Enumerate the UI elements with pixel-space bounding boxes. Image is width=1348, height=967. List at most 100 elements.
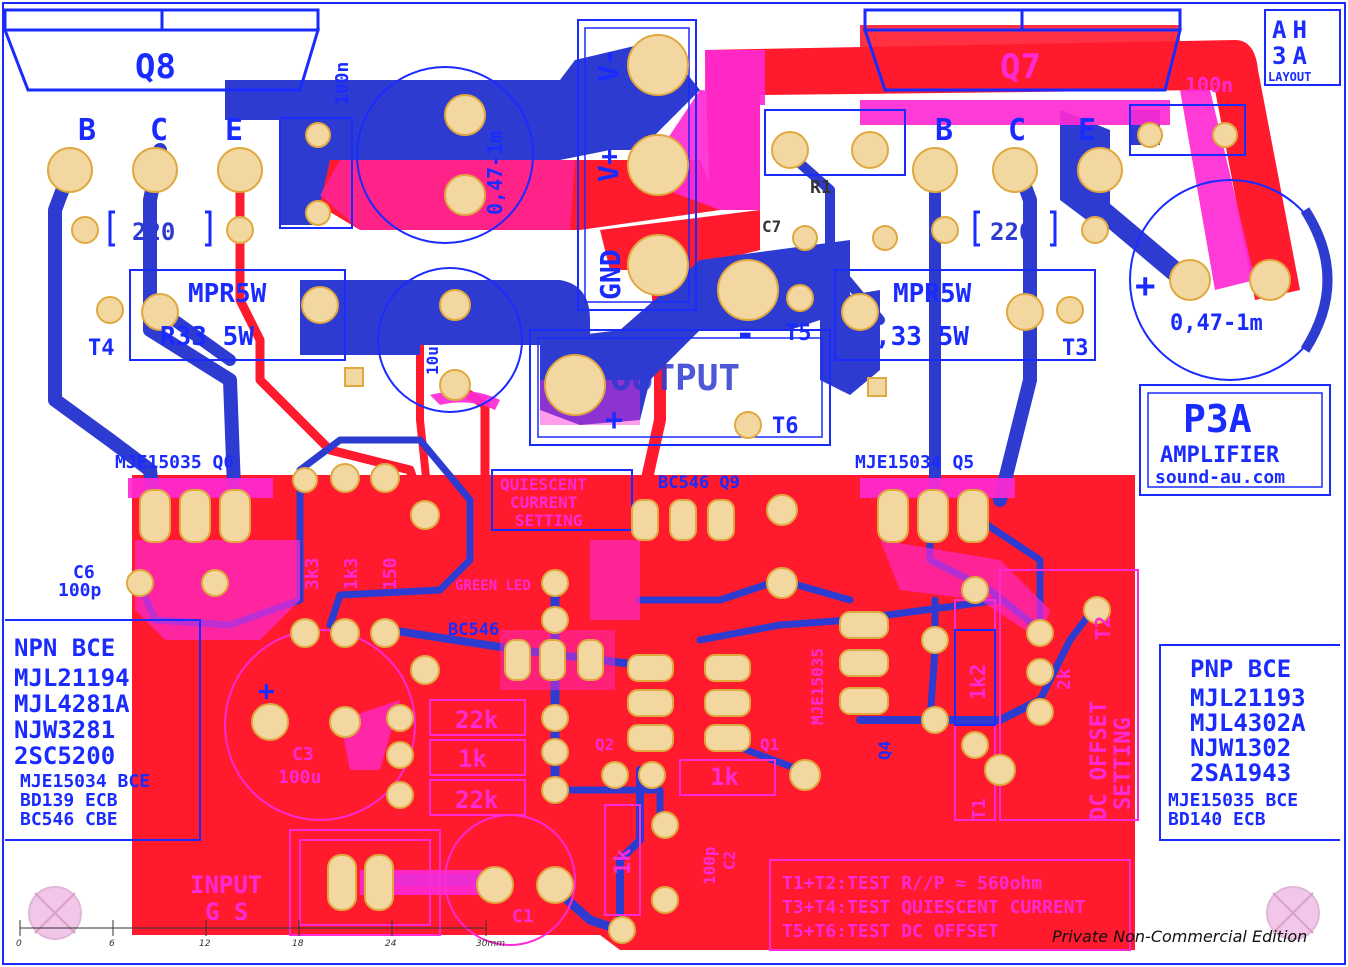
test-point-t1: T1	[969, 798, 990, 820]
npn-part-2: MJL4281A	[14, 690, 130, 718]
electrolytic-left-value: 0,47-1m	[483, 131, 507, 215]
resistor-220-right: 220	[990, 218, 1033, 246]
cap-c3-label: C3	[292, 744, 314, 765]
output-label: OUTPUT	[610, 358, 740, 399]
cap-c2-value: 100p	[700, 846, 719, 885]
cap-c3-value: 100u	[278, 767, 321, 788]
quiescent-label: QUIESCENT	[500, 475, 587, 494]
ruler-tick-24: 24	[385, 939, 397, 949]
logo-top: AH	[1272, 16, 1313, 44]
resistor-r33-right: ,33 5W	[875, 322, 969, 352]
component-pads	[47, 34, 1291, 944]
pnp-part-5: MJE15035 BCE	[1168, 790, 1298, 811]
cap-c2-label: C2	[720, 851, 739, 870]
transistor-q9-label: BC546 Q9	[658, 473, 740, 493]
npn-part-4: 2SC5200	[14, 742, 115, 770]
test-note-1: T1+T2:TEST R//P ≈ 560ohm	[782, 873, 1042, 894]
ruler-tick-30: 30mm	[476, 939, 505, 949]
pnp-part-6: BD140 ECB	[1168, 809, 1266, 830]
setting-label: SETTING	[515, 511, 582, 530]
cap-c6-value: 100p	[58, 580, 102, 601]
test-note-3: T5+T6:TEST DC OFFSET	[782, 921, 999, 942]
transistor-q6-label: MJE15035 Q6	[115, 452, 234, 473]
resistor-220-left: 220	[132, 218, 175, 246]
npn-part-6: BD139 ECB	[20, 790, 118, 811]
pnp-part-2: MJL4302A	[1190, 709, 1306, 737]
transistor-q4: Q4	[875, 741, 894, 760]
npn-part-1: MJL21194	[14, 664, 130, 692]
input-label: INPUT	[190, 871, 262, 899]
test-point-t6: T6	[772, 414, 799, 439]
pin-b-right: B	[935, 113, 953, 148]
resistor-r1: R1	[810, 177, 832, 198]
electrolytic-right-value: 0,47-1m	[1170, 311, 1263, 336]
cap-100n-right: 100n	[1185, 73, 1233, 97]
ruler-tick-6: 6	[109, 939, 115, 949]
dc-offset-label: DC OFFSET	[1087, 701, 1112, 820]
mpr5w-left: MPR5W	[188, 279, 267, 309]
edition-watermark: Private Non-Commercial Edition	[1052, 927, 1307, 946]
npn-part-3: NJW3281	[14, 716, 115, 744]
pin-c-left: C	[150, 113, 168, 148]
resistor-1k-vert: 1k	[611, 849, 636, 876]
resistor-1k3: 1k3	[341, 557, 362, 590]
p3a-title: P3A	[1183, 397, 1252, 441]
dc-setting-label: SETTING	[1111, 717, 1136, 810]
q8-label: Q8	[135, 47, 176, 87]
cap-plus-right: +	[1135, 266, 1155, 306]
test-point-t2: T2	[1091, 616, 1115, 640]
cap-c6-label: C6	[73, 562, 95, 583]
cap-plus-c3: +	[258, 674, 275, 707]
green-led-label: GREEN LED	[455, 578, 531, 594]
v-plus-label: V+	[592, 148, 625, 182]
pnp-part-3: NJW1302	[1190, 734, 1291, 762]
output-plus: +	[605, 403, 623, 438]
cap-c1-label: C1	[512, 906, 534, 927]
test-point-t4: T4	[88, 336, 115, 361]
pin-e-right: E	[1078, 113, 1096, 148]
gnd-label: GND	[594, 249, 627, 300]
pin-c-right: C	[1008, 113, 1026, 148]
logo-bottom: LAYOUT	[1268, 70, 1311, 84]
transistor-q5-label: MJE15034 Q5	[855, 452, 974, 473]
pnp-part-1: MJL21193	[1190, 684, 1306, 712]
resistor-22k-top: 22k	[455, 706, 499, 734]
pnp-part-4: 2SA1943	[1190, 759, 1291, 787]
ruler-tick-18: 18	[292, 939, 304, 949]
test-point-t3: T3	[1062, 336, 1089, 361]
npn-part-7: BC546 CBE	[20, 809, 118, 830]
npn-part-5: MJE15034 BCE	[20, 771, 150, 792]
silkscreen-text: Q8 Q7 AH 3A LAYOUT B C E B C E 100n 100n…	[14, 16, 1313, 942]
resistor-r33-left: R33 5W	[160, 322, 254, 352]
cap-c7: C7	[762, 217, 781, 236]
silkscreen-outlines	[2, 8, 1341, 951]
ruler-ticks: 0 6 12 18 24 30mm	[16, 939, 505, 949]
current-label: CURRENT	[510, 493, 577, 512]
resistor-2k: 2k	[1054, 668, 1075, 690]
transistor-q1: Q1	[760, 735, 779, 754]
test-point-t5: T5	[785, 321, 812, 346]
resistor-3k3: 3k3	[302, 557, 323, 590]
transistor-q3-label: BC546	[448, 620, 499, 640]
ruler-tick-0: 0	[16, 939, 22, 949]
ruler-tick-12: 12	[199, 939, 211, 949]
transistor-q2: Q2	[595, 735, 614, 754]
pin-b-left: B	[78, 113, 96, 148]
pin-e-left: E	[225, 113, 243, 148]
output-minus: -	[735, 314, 755, 354]
mounting-holes	[28, 886, 1320, 940]
resistor-22k-bot: 22k	[455, 786, 499, 814]
pnp-title: PNP BCE	[1190, 655, 1291, 683]
amplifier-label: AMPLIFIER	[1160, 443, 1280, 468]
npn-title: NPN BCE	[14, 634, 115, 662]
test-note-2: T3+T4:TEST QUIESCENT CURRENT	[782, 897, 1086, 918]
cap-100n-left: 100n	[332, 62, 353, 105]
resistor-1k-mid: 1k	[458, 745, 487, 773]
resistor-1k2: 1k2	[966, 664, 990, 700]
resistor-150: 150	[380, 557, 401, 590]
ruler	[19, 920, 487, 936]
input-gs-label: G S	[205, 898, 248, 926]
transistor-q4-type: MJE15035	[808, 648, 827, 725]
